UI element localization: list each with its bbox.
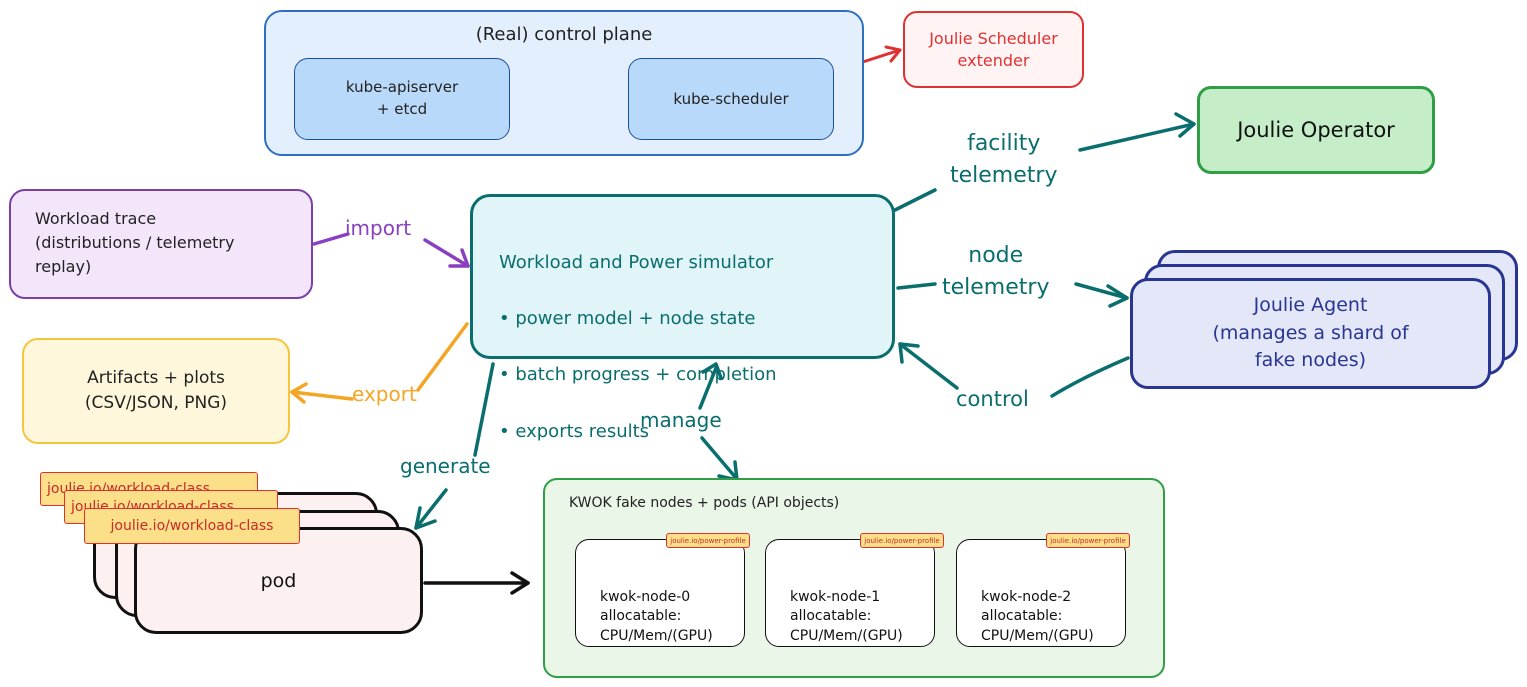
kwok-node-0-label: kwok-node-0 allocatable: CPU/Mem/(GPU)	[600, 588, 713, 644]
joulie-agent-label: Joulie Agent (manages a shard of fake no…	[1212, 294, 1409, 372]
node-telemetry-arrow	[896, 282, 1129, 308]
pods-to-kwok-arrow	[423, 571, 530, 595]
scheduler-extender-label: Joulie Scheduler extender	[929, 28, 1058, 70]
simulator-bullet: • exports results	[499, 420, 650, 442]
export-arrow	[290, 322, 469, 404]
node-telemetry-label: node telemetry	[942, 243, 1050, 300]
facility-telemetry-label: facility telemetry	[950, 131, 1058, 188]
power-profile-tag: joulie.io/power-profile	[1046, 533, 1130, 548]
kube-apiserver-box: kube-apiserver + etcd	[294, 58, 510, 140]
workload-trace-label: Workload trace (distributions / telemetr…	[35, 209, 235, 276]
kwok-node-1-label: kwok-node-1 allocatable: CPU/Mem/(GPU)	[790, 588, 903, 644]
artifacts-box: Artifacts + plots (CSV/JSON, PNG)	[22, 338, 290, 444]
kwok-node-2-label: kwok-node-2 allocatable: CPU/Mem/(GPU)	[981, 588, 1094, 644]
kwok-node-2-box: kwok-node-2 allocatable: CPU/Mem/(GPU)	[956, 539, 1126, 647]
scheduler-extender-box: Joulie Scheduler extender	[903, 11, 1084, 88]
simulator-bullet: • batch progress + completion	[499, 364, 777, 386]
workload-trace-box: Workload trace (distributions / telemetr…	[9, 189, 313, 299]
generate-label: generate	[400, 454, 491, 478]
joulie-operator-box: Joulie Operator	[1197, 86, 1435, 174]
power-profile-tag: joulie.io/power-profile	[666, 533, 750, 548]
import-label: import	[345, 216, 412, 240]
facility-telemetry-arrow	[893, 112, 1196, 212]
pod-label: pod	[260, 569, 297, 592]
workload-class-tag: joulie.io/workload-class	[84, 508, 300, 544]
control-plane-title: (Real) control plane	[475, 24, 653, 45]
control-arrow	[898, 342, 1130, 398]
joulie-agent-box: Joulie Agent (manages a shard of fake no…	[1130, 278, 1491, 389]
joulie-operator-label: Joulie Operator	[1237, 118, 1395, 142]
kube-scheduler-label: kube-scheduler	[673, 90, 789, 108]
power-profile-tag: joulie.io/power-profile	[860, 533, 944, 548]
import-arrow	[312, 232, 470, 268]
generate-arrow	[414, 362, 495, 530]
kwok-node-1-box: kwok-node-1 allocatable: CPU/Mem/(GPU)	[765, 539, 935, 647]
simulator-title: Workload and Power simulator	[499, 252, 774, 274]
artifacts-label: Artifacts + plots (CSV/JSON, PNG)	[84, 367, 228, 414]
control-label: control	[956, 387, 1029, 411]
kube-scheduler-box: kube-scheduler	[628, 58, 834, 140]
kube-apiserver-label: kube-apiserver + etcd	[345, 78, 459, 118]
manage-label: manage	[640, 408, 722, 432]
simulator-box: Workload and Power simulator • power mod…	[470, 194, 895, 442]
kwok-node-0-box: kwok-node-0 allocatable: CPU/Mem/(GPU)	[575, 539, 745, 647]
kwok-panel-title: KWOK fake nodes + pods (API objects)	[569, 495, 840, 511]
simulator-bullet: • power model + node state	[499, 308, 756, 330]
export-label: export	[352, 382, 417, 406]
